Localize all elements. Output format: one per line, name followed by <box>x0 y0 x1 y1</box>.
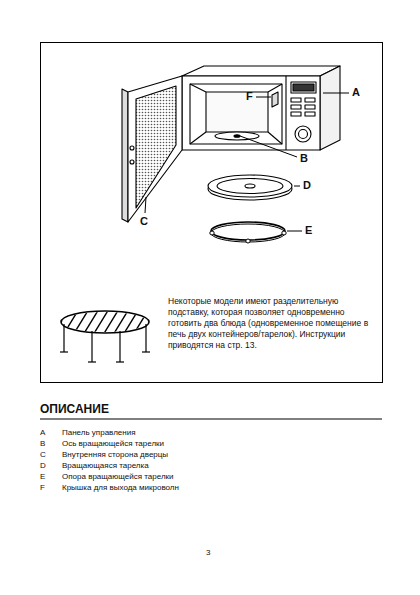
microwave-oven-part <box>190 132 206 144</box>
turntable-support <box>210 222 286 243</box>
microwave-oven-part <box>130 146 134 150</box>
callout-letter: B <box>300 152 308 166</box>
microwave-oven-part <box>293 84 314 91</box>
divider-rack-part-part <box>120 304 142 340</box>
divider-rack-part-part <box>60 304 82 340</box>
divider-rack-part-part <box>80 304 102 340</box>
leader-line-part <box>256 97 271 98</box>
list-letter: B <box>40 439 45 449</box>
leader-line-part <box>240 136 297 157</box>
divider-rack-part <box>119 331 120 362</box>
divider-rack-part-part <box>90 304 112 340</box>
divider-rack-part <box>91 331 92 362</box>
list-description: Ось вращающейся тарелки <box>62 439 164 449</box>
heading-rule <box>40 419 382 420</box>
microwave-oven-part <box>291 82 316 93</box>
list-description: Панель управления <box>62 428 136 438</box>
microwave-oven-part <box>190 84 206 92</box>
turntable-part <box>208 175 292 197</box>
callout-letter: E <box>305 224 312 238</box>
microwave-oven-part <box>122 89 128 222</box>
callout-letter: F <box>246 90 253 104</box>
section-heading: ОПИСАНИЕ <box>40 402 109 417</box>
microwave-oven-part <box>234 135 240 138</box>
microwave-oven-part <box>320 66 340 150</box>
divider-rack-part <box>88 361 96 362</box>
microwave-oven-part <box>291 112 301 116</box>
callout-letter: A <box>352 86 360 100</box>
microwave-oven-part <box>136 86 176 208</box>
leader-line-part <box>323 93 349 94</box>
list-description: Вращающаяся тарелка <box>62 461 149 471</box>
page-number: 3 <box>206 548 210 558</box>
list-letter: A <box>40 428 45 438</box>
microwave-oven-part <box>291 98 301 102</box>
leader-line <box>145 93 349 231</box>
leader-line-part <box>294 186 300 187</box>
turntable <box>208 175 292 200</box>
turntable-support-part <box>211 222 285 240</box>
list-letter: E <box>40 472 45 482</box>
microwave-oven-part <box>299 130 308 139</box>
divider-rack-part <box>63 324 64 352</box>
microwave-oven-part <box>206 92 268 132</box>
turntable-support-part <box>246 239 250 243</box>
divider-rack-part <box>61 311 149 333</box>
divider-rack-part <box>142 351 150 352</box>
divider-rack-part <box>116 361 124 362</box>
microwave-oven-part <box>130 160 134 164</box>
microwave-oven-part <box>305 105 315 109</box>
leader-line-part <box>287 231 302 232</box>
microwave-oven <box>122 66 340 222</box>
note-text: Некоторые модели имеют разделительную по… <box>168 296 374 351</box>
list-letter: C <box>40 450 46 460</box>
turntable-support-part <box>282 231 286 235</box>
microwave-oven-part <box>272 92 278 107</box>
microwave-oven-part <box>305 98 315 102</box>
divider-rack-part <box>40 304 162 340</box>
microwave-oven-part <box>182 76 320 150</box>
divider-rack-part-part <box>140 304 162 340</box>
microwave-oven-part <box>190 84 282 144</box>
microwave-oven-part <box>128 76 182 222</box>
leader-line-part <box>145 197 146 213</box>
turntable-part <box>245 184 255 188</box>
microwave-oven-part <box>295 126 311 142</box>
microwave-oven-part <box>305 112 315 116</box>
list-description: Крышка для выхода микроволн <box>62 483 179 493</box>
microwave-oven-part <box>291 105 301 109</box>
list-description: Внутренняя сторона дверцы <box>62 450 168 460</box>
callout-letter: C <box>140 215 148 229</box>
turntable-support-part <box>211 224 285 242</box>
turntable-part <box>217 179 283 194</box>
microwave-oven-part <box>268 84 282 92</box>
divider-rack <box>40 304 162 362</box>
microwave-oven-part <box>285 76 286 150</box>
list-description: Опора вращающейся тарелки <box>62 472 174 482</box>
microwave-oven-part <box>182 66 340 76</box>
callout-letter: D <box>303 179 311 193</box>
divider-rack-part-part <box>110 304 132 340</box>
microwave-oven-part <box>268 132 282 144</box>
figure-frame <box>41 43 383 383</box>
list-letter: D <box>40 461 46 471</box>
divider-rack-part-part <box>70 304 92 340</box>
list-letter: F <box>40 483 45 493</box>
divider-rack-part-part <box>40 304 62 340</box>
divider-rack-part <box>60 351 68 352</box>
turntable-support-part <box>210 231 214 235</box>
microwave-oven-part <box>215 132 259 140</box>
divider-rack-part <box>145 324 146 352</box>
divider-rack-part-part <box>100 304 122 340</box>
